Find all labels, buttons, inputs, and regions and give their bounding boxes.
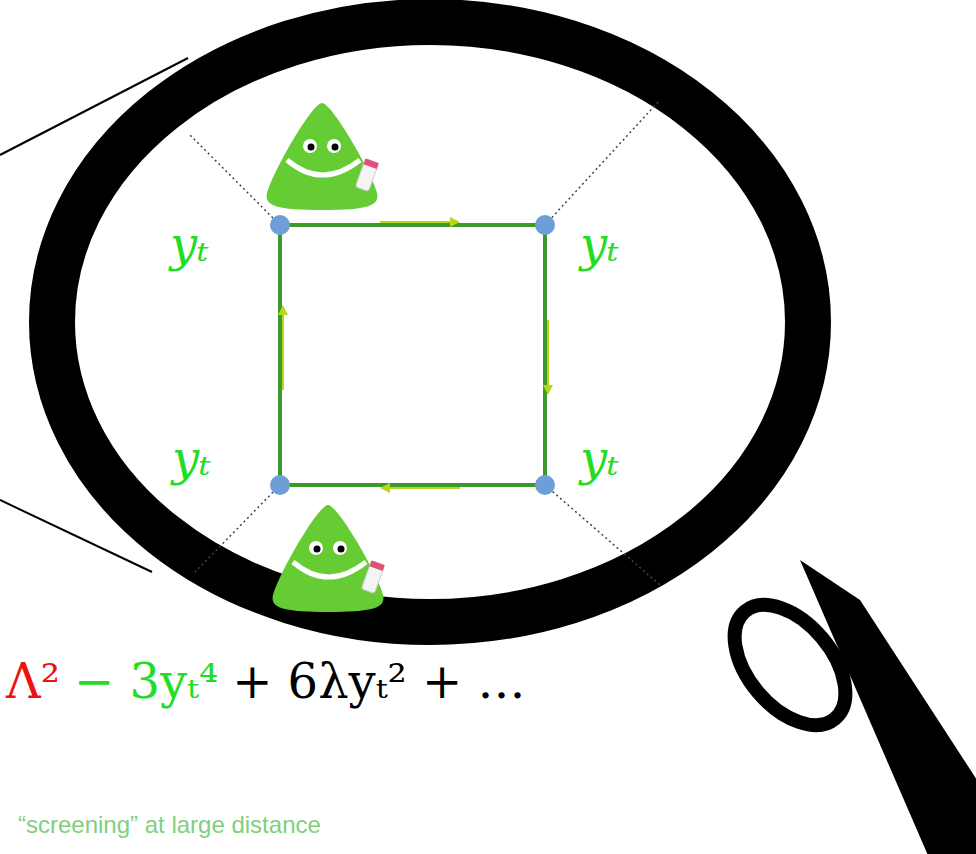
coupling-label: yₜ [580,218,619,271]
top-quark-plush [267,103,379,210]
formula-term: + 6λyₜ² + … [232,655,525,708]
vertex-dots [270,215,555,495]
caption-note: “screening” at large distance [18,812,321,838]
loop-arrows [283,222,548,488]
quark-loop [280,225,545,485]
coupling-label: yₜ [172,432,211,485]
handle-collar [713,584,867,745]
coupling-label: yₜ [170,218,209,271]
formula-term: − 3yₜ⁴ [74,655,218,708]
magnifier-ring [52,22,808,622]
top-quark-plush [273,505,385,612]
external-legs [190,100,660,585]
coupling-label: yₜ [580,432,619,485]
formula-term: Λ² [6,655,60,708]
